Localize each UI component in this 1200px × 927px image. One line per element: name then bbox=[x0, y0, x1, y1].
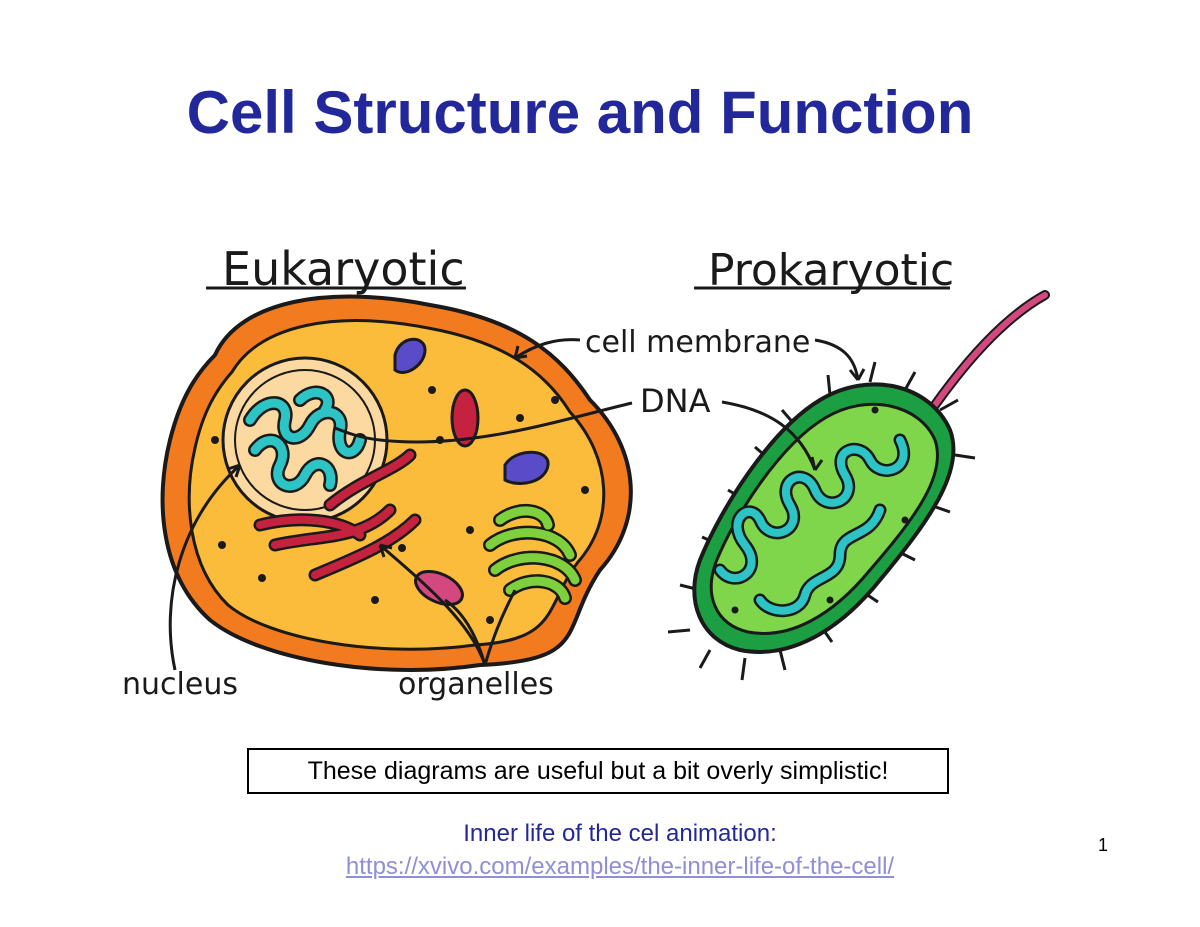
nuclear-dna bbox=[245, 388, 365, 491]
slide-title: Cell Structure and Function bbox=[186, 79, 974, 146]
label-dna: DNA bbox=[640, 382, 711, 420]
golgi-apparatus bbox=[483, 503, 582, 605]
label-nucleus: nucleus bbox=[122, 667, 238, 702]
ribosomes bbox=[211, 386, 589, 624]
vacuole-top bbox=[393, 337, 427, 374]
label-cell-membrane: cell membrane bbox=[585, 325, 810, 360]
bacterial-dna bbox=[716, 436, 908, 615]
link-caption: Inner life of the cel animation: bbox=[463, 820, 777, 847]
vacuole-right bbox=[503, 450, 550, 485]
label-organelles: organelles bbox=[398, 667, 554, 702]
pointer-lines bbox=[168, 338, 866, 671]
eukaryotic-cell bbox=[160, 294, 633, 672]
flagellum bbox=[932, 292, 1048, 408]
endoplasmic-reticulum bbox=[256, 451, 419, 579]
note-box: These diagrams are useful but a bit over… bbox=[247, 748, 949, 794]
animation-link[interactable]: https://xvivo.com/examples/the-inner-lif… bbox=[345, 853, 895, 880]
page-number: 1 bbox=[1098, 835, 1109, 855]
link-url-container: https://xvivo.com/examples/the-inner-lif… bbox=[0, 853, 1200, 881]
mitochondrion bbox=[450, 388, 480, 448]
prokaryotic-cell bbox=[667, 290, 1050, 681]
